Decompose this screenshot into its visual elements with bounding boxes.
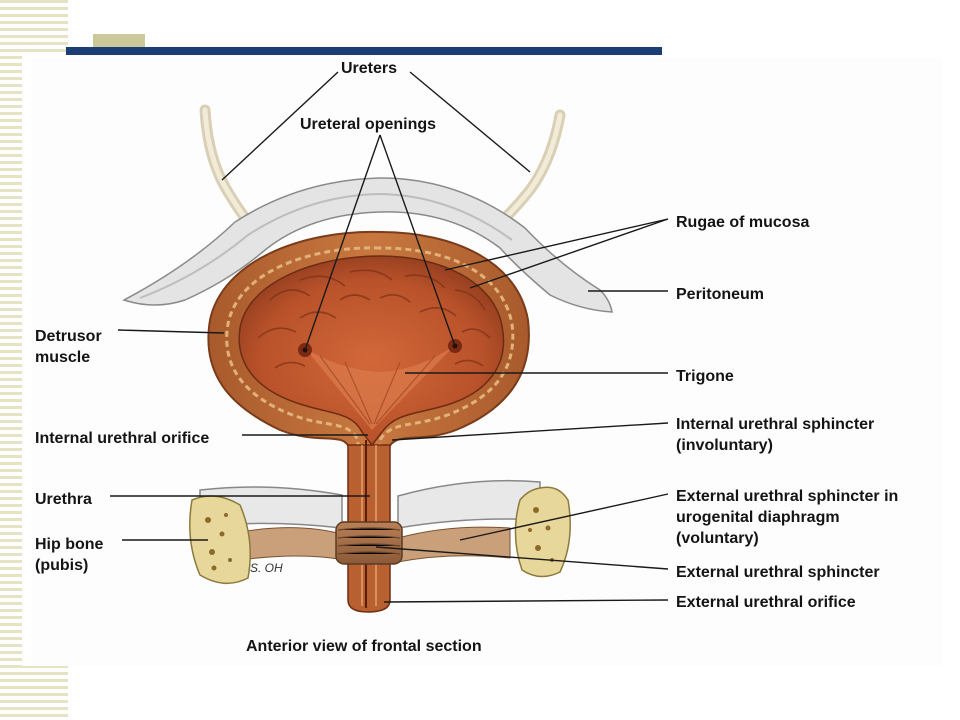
title-accent-block [93, 34, 145, 48]
figure-caption: Anterior view of frontal section [246, 638, 482, 655]
illustrator-signature: S. OH [250, 561, 283, 575]
label-external-urethral-sphincter: External urethral sphincter [676, 564, 880, 581]
title-bar [66, 47, 662, 55]
label-external-sphincter-diaphragm: External urethral sphincter in urogenita… [676, 488, 899, 547]
label-internal-urethral-orifice: Internal urethral orifice [35, 430, 210, 447]
label-detrusor-muscle: Detrusor muscle [35, 328, 102, 366]
label-ureteral-openings: Ureteral openings [300, 116, 437, 133]
urethra-structure [335, 440, 403, 613]
label-peritoneum: Peritoneum [676, 286, 765, 303]
bladder-lumen [238, 255, 505, 447]
label-urethra: Urethra [35, 491, 92, 508]
label-hip-bone: Hip bone (pubis) [35, 536, 104, 574]
peritoneum-layer [122, 177, 613, 313]
label-trigone: Trigone [676, 368, 734, 385]
label-internal-urethral-sphincter: Internal urethral sphincter (involuntary… [676, 416, 875, 454]
label-ureters: Ureters [341, 60, 398, 77]
leader-lines [110, 71, 669, 603]
pelvic-floor [189, 479, 571, 584]
label-rugae-of-mucosa: Rugae of mucosa [676, 214, 810, 231]
label-external-urethral-orifice: External urethral orifice [676, 594, 856, 611]
